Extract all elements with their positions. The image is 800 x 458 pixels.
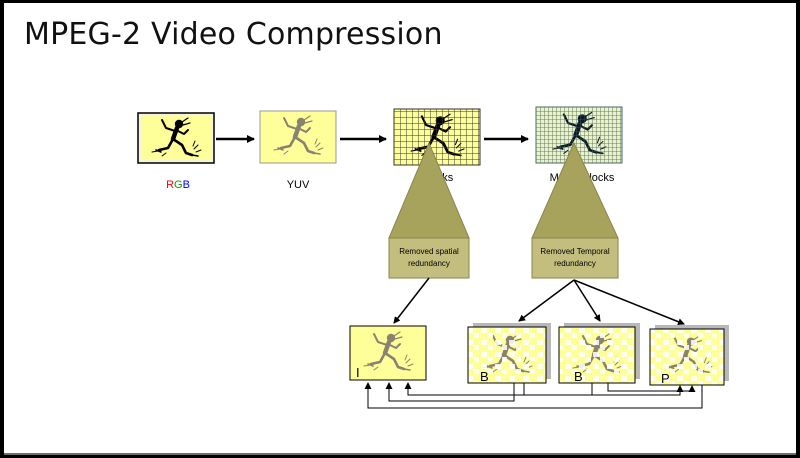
frame-letter: P: [661, 371, 670, 386]
temporal-callout-line1: Removed Temporal: [540, 247, 609, 256]
p-frame: P: [649, 325, 729, 386]
compression-diagram: RGB YUV Blocks Macro blocks Removed: [137, 106, 729, 409]
frame-letter: I: [356, 365, 360, 380]
arrow-to-i-frame: [393, 277, 430, 324]
slide: MPEG-2 Video Compression: [4, 3, 796, 455]
rgb-label: RGB: [166, 179, 190, 191]
blocks-frame: [393, 108, 481, 166]
reference-connectors: [364, 382, 703, 409]
b-frame-1: B: [467, 323, 551, 384]
yuv-frame: [259, 110, 337, 164]
arrow-to-b1-frame: [518, 279, 575, 322]
page-title: MPEG-2 Video Compression: [24, 17, 443, 52]
frame-letter: B: [574, 369, 583, 384]
spatial-callout: Removed spatial redundancy: [388, 141, 470, 279]
temporal-callout-line2: redundancy: [554, 259, 596, 268]
arrow-to-p-frame: [573, 279, 685, 326]
frame-letter: B: [480, 369, 489, 384]
arrow-to-b2-frame: [573, 279, 601, 322]
b-frame-2: B: [558, 323, 640, 384]
rgb-frame: [137, 112, 215, 164]
spatial-callout-line2: redundancy: [408, 259, 450, 268]
temporal-callout: Removed Temporal redundancy: [531, 141, 619, 279]
spatial-callout-line1: Removed spatial: [399, 247, 459, 256]
yuv-label: YUV: [287, 179, 310, 191]
i-frame: I: [349, 325, 427, 381]
